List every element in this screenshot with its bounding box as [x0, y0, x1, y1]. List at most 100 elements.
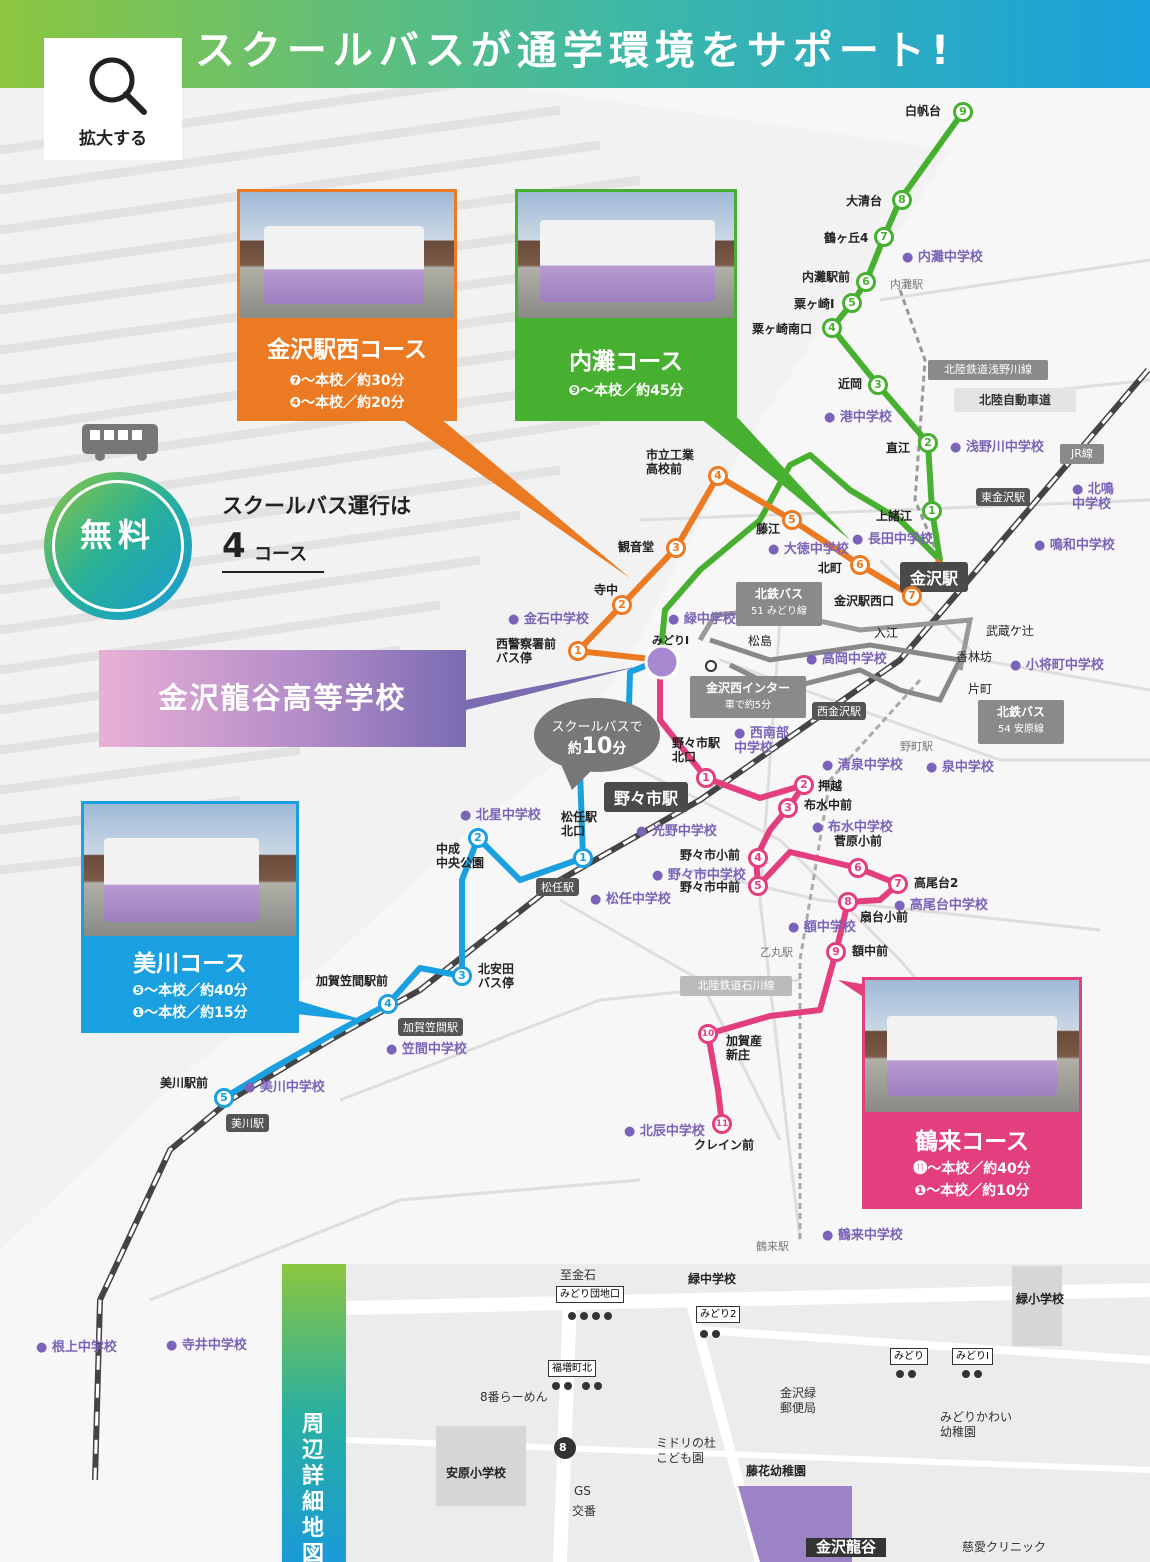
station-uchinada: 内灘駅	[890, 278, 923, 291]
school-label: ● 大徳中学校	[768, 542, 849, 557]
school-label: ● 美川中学校	[244, 1080, 325, 1095]
school-label: ● 小将町中学校	[1010, 658, 1104, 673]
pink-stop-marker: 6	[848, 858, 868, 878]
stop-label: 松任駅 北口	[561, 810, 598, 838]
stop-label: 粟ヶ崎南口	[752, 322, 813, 336]
school-label: ● 北星中学校	[460, 808, 541, 823]
line-label: 北陸自動車道	[954, 388, 1076, 412]
pink-stop-marker: 9	[826, 942, 846, 962]
school-label: ● 鳴和中学校	[1034, 538, 1115, 553]
detail-label-kindergarten1: みどりかわい 幼稚園	[940, 1410, 1013, 1439]
tag-title: 金沢西インター	[705, 681, 790, 695]
detail-label-midori1: みどりI	[952, 1348, 993, 1365]
detail-label-midori-danchi: みどり団地口	[556, 1286, 624, 1303]
shuttle-bubble	[534, 698, 660, 772]
school-label: ● 野々市中学校	[652, 868, 746, 883]
tag-sub: 車で約5分	[724, 700, 772, 711]
stop-label: 布水中前	[804, 798, 853, 812]
school-marker	[644, 644, 680, 680]
tag-sub: 54 安原線	[998, 724, 1044, 735]
orange-stop-marker: 1	[568, 641, 588, 661]
free-badge-label: 無料	[79, 516, 156, 554]
stop-label: 菅原小前	[834, 834, 883, 848]
free-badge-ring	[52, 480, 184, 612]
school-label: ● 緑中学校	[668, 612, 736, 627]
course-time: ❼～本校／約30分	[289, 373, 405, 389]
school-label: ● 泉中学校	[926, 760, 994, 775]
tag-sub: 51 みどり線	[751, 606, 807, 617]
hokutetsu-bus-tag: 北鉄バス 51 みどり線	[736, 582, 822, 626]
blue-stop-marker: 1	[573, 848, 593, 868]
detail-map-side-label-wrap: 周辺詳細地図	[282, 1412, 346, 1562]
detail-map-side-label: 周辺詳細地図	[302, 1412, 325, 1562]
orange-stop-marker: 4	[708, 466, 728, 486]
school-label: ● 金石中学校	[508, 612, 589, 627]
stop-label: 藤江	[756, 522, 781, 536]
course-time: ❹～本校／約20分	[289, 395, 405, 411]
place-label: 片町	[968, 682, 993, 696]
school-label: ● 額中学校	[788, 920, 856, 935]
stop-label: 金沢駅西口	[834, 594, 895, 608]
school-label: ● 寺井中学校	[166, 1338, 247, 1353]
detail-label-midori-jhs: 緑中学校	[688, 1272, 737, 1286]
course-card-tsurugi: 鶴来コース ⓫～本校／約40分 ❶～本校／約10分	[862, 977, 1082, 1209]
course-time: ❶～本校／約15分	[132, 1005, 248, 1021]
stop-label: 中成 中央公園	[436, 842, 485, 870]
operation-unit: コース	[254, 544, 308, 565]
detail-label-ryukoku: 金沢龍谷	[806, 1538, 887, 1557]
orange-stop-marker: 3	[666, 538, 686, 558]
orange-stop-marker: 5	[782, 510, 802, 530]
course-time: ⓫～本校／約40分	[913, 1161, 1031, 1177]
course-time: ❶～本校／約10分	[914, 1183, 1030, 1199]
school-label: ● 北鳴 中学校	[1072, 482, 1114, 512]
detail-label-kanaishi: 至金石	[560, 1268, 597, 1282]
stop-label: 野々市小前	[680, 848, 741, 862]
zoom-button-label: 拡大する	[79, 129, 147, 149]
shuttle-value: 10	[581, 734, 613, 759]
detail-map-roads	[345, 1264, 1150, 1562]
school-label: ● 長田中学校	[852, 532, 933, 547]
stop-label: 鶴ヶ丘4	[824, 231, 869, 245]
station-nonoichi: 野々市駅	[604, 782, 689, 812]
station-kanazawa: 金沢駅	[900, 562, 969, 592]
station-higashi-kanazawa: 東金沢駅	[976, 488, 1030, 506]
station-matto: 松任駅	[536, 878, 579, 896]
tag-title: 北鉄バス	[996, 705, 1045, 719]
header-title: スクールバスが通学環境をサポート!	[194, 28, 956, 74]
place-label: 香林坊	[956, 650, 993, 664]
pink-stop-marker: 10	[698, 1024, 718, 1044]
stop-label: 額中前	[852, 944, 889, 958]
interchange-tag: 金沢西インター 車で約5分	[690, 676, 806, 718]
line-label: 北陸鉄道浅野川線	[928, 360, 1048, 380]
course-title: 内灘コース	[569, 349, 683, 375]
shuttle-unit: 分	[612, 741, 627, 757]
stop-label: 野々市駅 北口	[672, 736, 721, 764]
blue-stop-marker: 2	[468, 828, 488, 848]
school-label: ● 光野中学校	[636, 824, 717, 839]
pink-stop-marker: 11	[712, 1114, 732, 1134]
school-label: ● 浅野川中学校	[950, 440, 1044, 455]
school-label: ● 内灘中学校	[902, 250, 983, 265]
stop-label: クレイン前	[694, 1138, 755, 1152]
stop-label: 加賀笠間駅前	[316, 974, 389, 988]
blue-stop-marker: 4	[378, 994, 398, 1014]
green-stop-marker: 3	[868, 375, 888, 395]
course-time: ❺～本校／約40分	[132, 983, 248, 999]
bus-icon	[82, 424, 158, 461]
green-stop-marker: 2	[918, 433, 938, 453]
stop-label: 大清台	[846, 194, 883, 208]
pink-stop-marker: 8	[838, 892, 858, 912]
detail-label-midori-elem: 緑小学校	[1016, 1292, 1065, 1306]
line-label: JR線	[1060, 444, 1104, 464]
orange-stop-marker: 6	[850, 555, 870, 575]
station-tsurugi: 鶴来駅	[756, 1240, 789, 1253]
station-mikawa: 美川駅	[226, 1114, 269, 1132]
orange-stop-marker: 2	[612, 595, 632, 615]
search-icon	[89, 57, 147, 115]
shuttle-line1: スクールバスで	[551, 720, 643, 735]
tag-title: 北鉄バス	[754, 587, 803, 601]
green-stop-marker: 7	[874, 227, 894, 247]
school-label: ● 高岡中学校	[806, 652, 887, 667]
orange-stop-marker: 7	[902, 586, 922, 606]
green-stop-marker: 5	[842, 293, 862, 313]
